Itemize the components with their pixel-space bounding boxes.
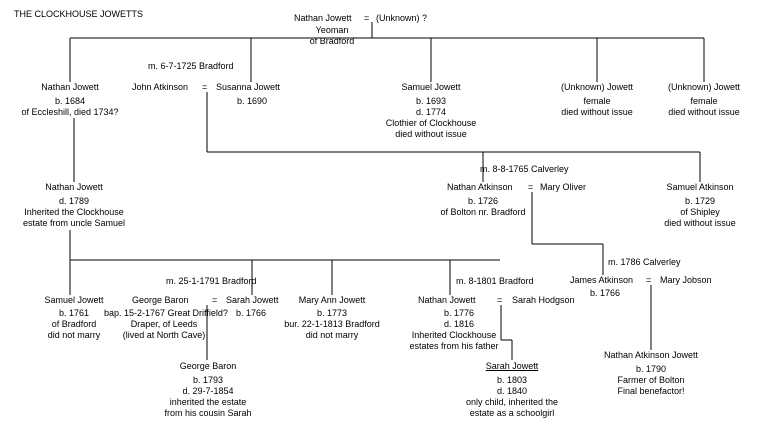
person-name-sarah-jowett-1766: Sarah Jowett (226, 295, 279, 305)
person-note: estate as a schoolgirl (469, 408, 555, 418)
person-name-nathan-1789: Nathan Jowett (45, 182, 103, 192)
person-note: inherited the estate (169, 397, 247, 407)
person-note: estates from his father (409, 341, 499, 351)
person-note: female (690, 96, 718, 106)
marriage-sign: = (202, 82, 208, 92)
person-note: only child, inherited the (465, 397, 559, 407)
person-note: b. 1766 (589, 288, 621, 298)
person-note: female (583, 96, 611, 106)
person-note: b. 1684 (54, 96, 86, 106)
person-name-unknown-jowett: (Unknown) Jowett (667, 82, 741, 92)
person-note: b. 1726 (467, 196, 499, 206)
marriage-sign: = (212, 295, 218, 305)
person-note: d. 29-7-1854 (182, 386, 234, 396)
person-name-mary-ann-jowett: Mary Ann Jowett (298, 295, 366, 305)
person-note: died without issue (561, 107, 633, 117)
person-name-nathan-atkinson-jowett: Nathan Atkinson Jowett (603, 350, 699, 360)
marriage-label: m. 25-1-1791 Bradford (166, 276, 257, 286)
marriage-sign: = (528, 182, 534, 192)
person-note: Yeoman (315, 25, 349, 35)
page-title: THE CLOCKHOUSE JOWETTS (14, 9, 144, 19)
person-note: d. 1789 (58, 196, 90, 206)
marriage-sign: = (497, 295, 503, 305)
person-note: b. 1729 (684, 196, 716, 206)
person-name-mary-jobson: Mary Jobson (660, 275, 712, 285)
person-name-nathan-atkinson: Nathan Atkinson (447, 182, 513, 192)
marriage-sign: = (364, 13, 370, 23)
person-note: b. 1793 (192, 375, 224, 385)
person-note: of Eccleshill, died 1734? (21, 107, 119, 117)
person-name-unknown-jowett: (Unknown) Jowett (560, 82, 634, 92)
person-name-george-baron-1793: George Baron (179, 361, 237, 371)
person-note: of Bradford (51, 319, 97, 329)
person-note: Final benefactor! (617, 386, 685, 396)
person-note: b. 1773 (316, 308, 348, 318)
person-note: from his cousin Sarah (164, 408, 252, 418)
person-name-samuel-1693: Samuel Jowett (401, 82, 461, 92)
person-note: died without issue (668, 107, 740, 117)
marriage-sign: = (646, 275, 652, 285)
person-name-john-atkinson: John Atkinson (132, 82, 189, 92)
marriage-label: m. 1786 Calverley (608, 257, 681, 267)
marriage-label: m. 8-1801 Bradford (456, 276, 534, 286)
person-note: died without issue (395, 129, 467, 139)
person-note: Inherited Clockhouse (411, 330, 497, 340)
person-note: d. 1840 (496, 386, 528, 396)
marriage-label: m. 6-7-1725 Bradford (148, 61, 234, 71)
person-note: b. 1803 (496, 375, 528, 385)
person-note: Farmer of Bolton (617, 375, 685, 385)
person-note: Draper, of Leeds (130, 319, 198, 329)
person-name-samuel-1761: Samuel Jowett (44, 295, 104, 305)
person-note: of Bradford (309, 36, 355, 46)
person-note: b. 1690 (236, 96, 268, 106)
person-note: (lived at North Cave) (122, 330, 206, 340)
person-note: b. 1790 (635, 364, 667, 374)
person-name-nathan-gen1: Nathan Jowett (294, 13, 352, 23)
person-note: b. 1776 (443, 308, 475, 318)
person-note: of Bolton nr. Bradford (440, 207, 526, 217)
person-name-samuel-atkinson: Samuel Atkinson (666, 182, 734, 192)
person-note: estate from uncle Samuel (22, 218, 126, 228)
person-note: Inherited the Clockhouse (24, 207, 124, 217)
person-name-susanna-jowett: Susanna Jowett (216, 82, 281, 92)
person-name-sarah-hodgson: Sarah Hodgson (512, 295, 575, 305)
person-name-mary-oliver: Mary Oliver (540, 182, 587, 192)
person-note: bur. 22-1-1813 Bradford (284, 319, 380, 329)
person-note: d. 1774 (415, 107, 447, 117)
marriage-label: m. 8-8-1765 Calverley (480, 164, 569, 174)
person-name-nathan-1684: Nathan Jowett (41, 82, 99, 92)
person-note: Clothier of Clockhouse (385, 118, 477, 128)
person-name-james-atkinson: James Atkinson (570, 275, 634, 285)
person-note: b. 1766 (236, 308, 267, 318)
person-name-sarah-jowett-1803: Sarah Jowett (485, 361, 539, 371)
person-note: did not marry (305, 330, 359, 340)
person-name-george-baron: George Baron (132, 295, 189, 305)
person-note: did not marry (47, 330, 101, 340)
person-name-unknown-wife: (Unknown) ? (376, 13, 428, 23)
person-note: b. 1761 (58, 308, 90, 318)
person-name-nathan-1776: Nathan Jowett (418, 295, 476, 305)
person-note: of Shipley (680, 207, 720, 217)
person-note: bap. 15-2-1767 Great Driffield? (104, 308, 228, 318)
person-note: b. 1693 (415, 96, 447, 106)
person-note: d. 1816 (443, 319, 475, 329)
person-note: died without issue (664, 218, 736, 228)
